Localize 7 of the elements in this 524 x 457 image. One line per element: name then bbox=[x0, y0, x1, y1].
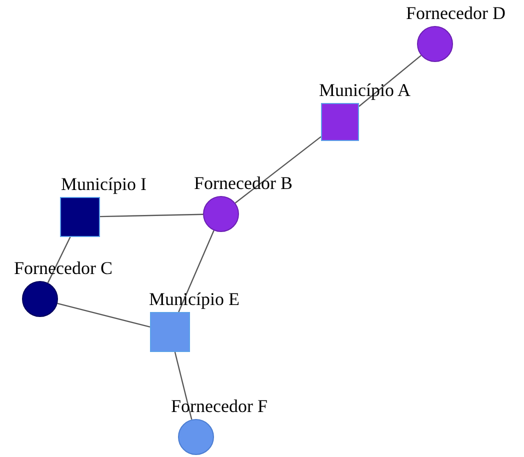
connector-line bbox=[57, 302, 150, 328]
connector-line bbox=[100, 214, 204, 218]
connector-line bbox=[178, 230, 214, 312]
connector-line bbox=[174, 352, 192, 420]
connector-line bbox=[358, 54, 422, 107]
node-label: Município I bbox=[61, 174, 146, 194]
node-label: Fornecedor D bbox=[406, 3, 506, 23]
